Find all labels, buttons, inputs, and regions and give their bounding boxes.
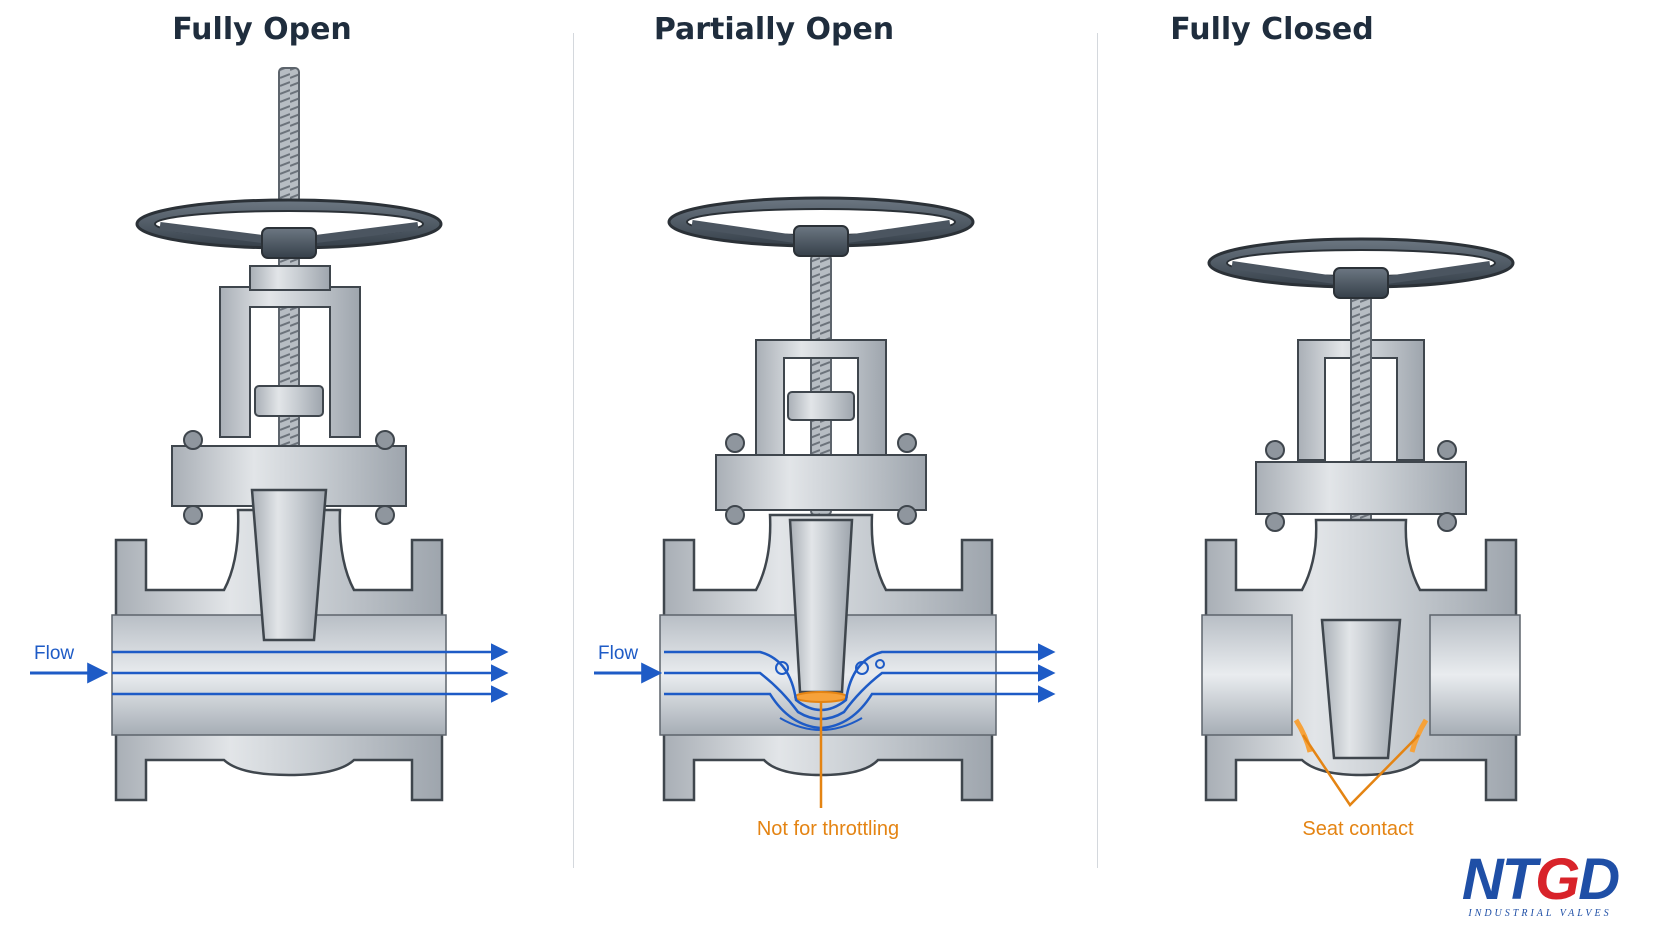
pipe-bore-outlet [1429,614,1521,736]
stem-nut [254,385,324,417]
gate-disc [788,518,854,694]
throttling-hotspot [794,691,848,703]
eddy [855,661,869,675]
bonnet-flange [715,454,927,511]
bolt [1437,440,1457,460]
bolt [1265,440,1285,460]
bolt [725,433,745,453]
valve-fully-closed [1201,237,1521,807]
flow-label: Flow [34,643,75,664]
stem-nut [787,391,855,421]
yoke [1297,339,1425,461]
bolt [375,505,395,525]
flow-label: Flow [598,643,639,664]
logo-mark: NTGD [1461,847,1620,912]
bolt [183,430,203,450]
gate-disc [1320,618,1402,760]
eddy [775,661,789,675]
bolt [725,505,745,525]
handwheel-hub [793,225,849,257]
panel-title-fully-closed: Fully Closed [1170,12,1374,47]
bolt [1265,512,1285,532]
panel-divider [573,33,574,868]
bolt [1437,512,1457,532]
ntgd-logo: NTGD INDUSTRIAL VALVES [1440,850,1640,920]
gate-disc [250,488,328,642]
panel-divider [1097,33,1098,868]
callout-seat-contact: Seat contact [1302,818,1414,840]
panel-title-partially-open: Partially Open [653,12,895,47]
bolt [897,433,917,453]
yoke-top [249,265,331,291]
pipe-bore-inlet [1201,614,1293,736]
panel-title-fully-open: Fully Open [172,12,352,47]
bolt [183,505,203,525]
bolt [375,430,395,450]
callout-leader [1301,734,1420,807]
bolt [897,505,917,525]
logo-subtitle: INDUSTRIAL VALVES [1468,908,1612,919]
bonnet-flange [1255,461,1467,515]
eddy [875,659,885,669]
handwheel-hub [1333,267,1389,299]
callout-not-for-throttling: Not for throttling [756,818,900,840]
valve-fully-open [30,67,509,802]
handwheel-hub [261,227,317,259]
valve-partially-open [594,196,1056,808]
yoke [219,286,361,438]
